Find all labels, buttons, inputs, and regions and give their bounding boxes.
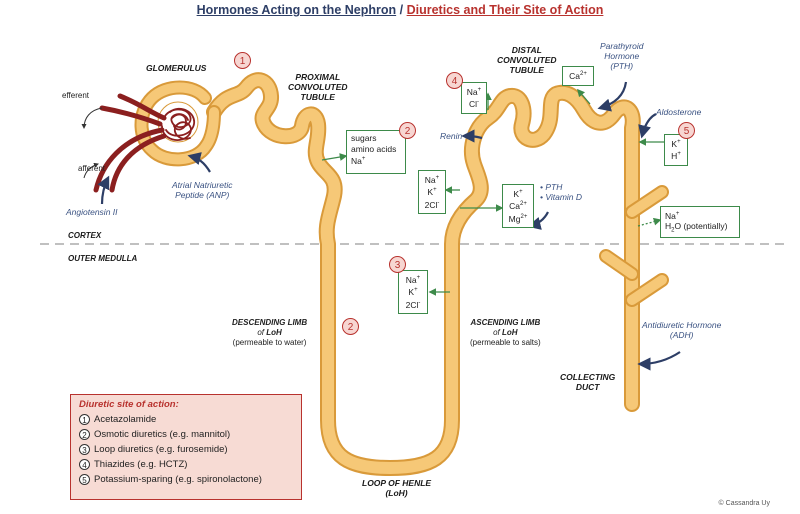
glomerulus-label: GLOMERULUS (146, 63, 207, 73)
descending-limb-label: DESCENDING LIMB of LoH (permeable to wat… (232, 318, 308, 347)
pth-vitamin-d-label: • PTH• Vitamin D (540, 182, 583, 202)
efferent-arrow (81, 107, 103, 129)
title-diuretics: Diuretics and Their Site of Action (406, 3, 604, 17)
diagram-title: Hormones Acting on the Nephron / Diureti… (0, 3, 800, 17)
site-marker-2-pct: 2 (399, 122, 416, 139)
site-marker-1: 1 (234, 52, 251, 69)
na-water-box: Na+ H2O (potentially) (660, 206, 740, 238)
ascending-cortex-box: Na+ K+ 2Cl- (418, 170, 446, 214)
cortex-label: CORTEX (68, 231, 102, 240)
renin-label: Renin (440, 131, 463, 141)
arterioles (93, 93, 195, 193)
transport-arrows (321, 88, 664, 296)
loop-of-henle-label: LOOP OF HENLE(LoH) (362, 478, 432, 498)
angiotensin-label: Angiotensin II (66, 207, 118, 217)
aldosterone-label: Aldosterone (656, 107, 702, 117)
site-marker-4: 4 (446, 72, 463, 89)
copyright: © Cassandra Uy (718, 500, 770, 507)
ascending-medulla-box: Na+ K+ 2Cl- (398, 270, 428, 314)
site-marker-3: 3 (389, 256, 406, 273)
hormone-arrows (97, 81, 681, 371)
site-marker-5: 5 (678, 122, 695, 139)
calcium-box: Ca2+ (562, 66, 594, 86)
ascending-limb-label: ASCENDING LIMB of LoH (permeable to salt… (470, 318, 541, 347)
efferent-label: efferent (62, 91, 89, 100)
outer-medulla-label: OUTER MEDULLA (68, 254, 138, 263)
title-hormones: Hormones Acting on the Nephron (196, 3, 397, 17)
k-ca-mg-box: K+ Ca2+ Mg2+ (502, 184, 534, 228)
dct-nacl-box: Na+ Cl- (461, 82, 487, 114)
adh-label: Antidiuretic Hormone(ADH) (642, 320, 722, 340)
site-marker-2-descending: 2 (342, 318, 359, 335)
afferent-arrow (83, 162, 99, 179)
title-separator: / (399, 3, 404, 17)
capillary-tuft (161, 107, 195, 141)
nephron-tubule (214, 80, 669, 468)
legend-title: Diuretic site of action: (79, 399, 179, 410)
k-h-box: K+ H+ (664, 134, 688, 166)
afferent-label: afferent (78, 164, 105, 173)
